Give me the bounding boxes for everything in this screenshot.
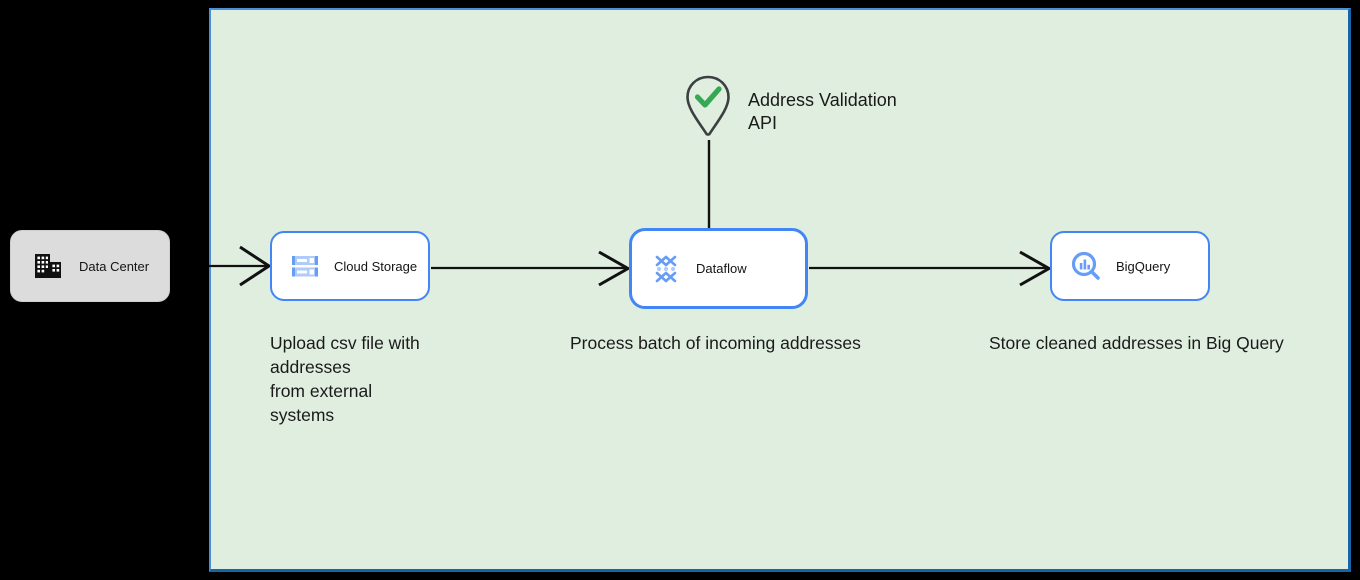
node-bigquery[interactable]: BigQuery	[1050, 231, 1210, 301]
office-building-icon	[35, 254, 61, 278]
node-data-center[interactable]: Data Center	[10, 230, 170, 302]
node-cloud-storage[interactable]: Cloud Storage	[270, 231, 430, 301]
caption-cloud-storage: Upload csv file with addresses from exte…	[270, 333, 420, 425]
map-pin-check-icon	[686, 75, 730, 136]
bigquery-magnifier-icon	[1071, 251, 1100, 280]
node-data-center-label: Data Center	[79, 258, 150, 274]
dataflow-icon	[655, 255, 677, 282]
node-dataflow[interactable]: Dataflow	[629, 228, 808, 309]
caption-dataflow: Process batch of incoming addresses	[570, 333, 861, 353]
node-dataflow-label: Dataflow	[696, 261, 747, 276]
address-validation-api-node[interactable]	[684, 75, 732, 136]
node-bigquery-label: BigQuery	[1116, 258, 1171, 274]
address-validation-api-label: Address Validation API	[748, 90, 897, 133]
caption-bigquery: Store cleaned addresses in Big Query	[989, 333, 1284, 353]
node-cloud-storage-label: Cloud Storage	[334, 258, 418, 274]
cloud-storage-icon	[292, 256, 318, 277]
